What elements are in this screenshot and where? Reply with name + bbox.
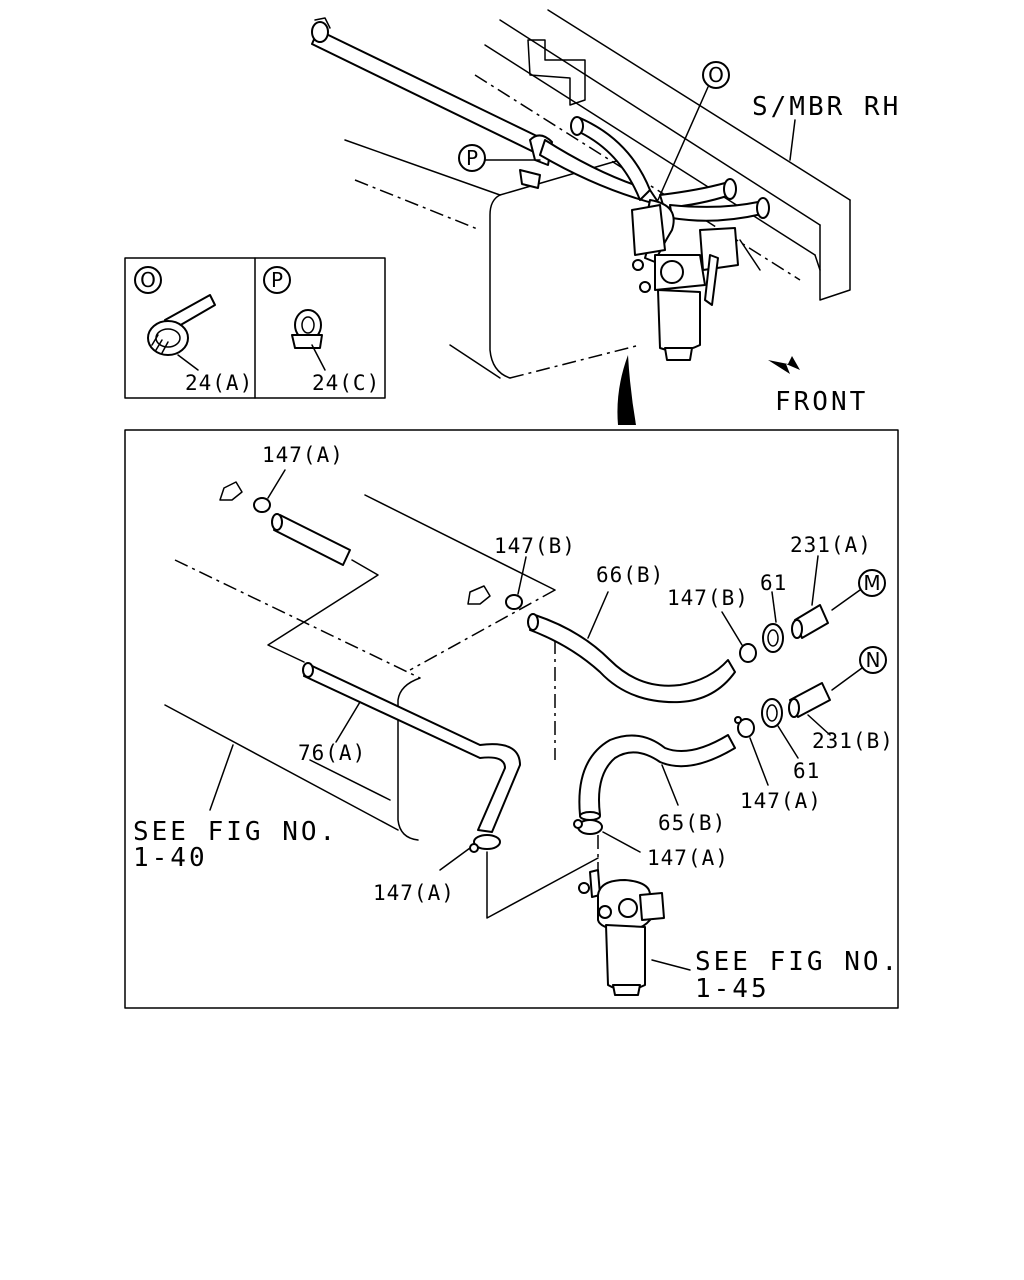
label-147a-bottom: 147(A): [373, 881, 455, 905]
label-231a: 231(A): [790, 533, 872, 557]
line-to-filter: [486, 851, 599, 919]
label-65b: 65(B): [658, 811, 726, 835]
leader-147b-mid: [517, 556, 527, 595]
svg-text:M: M: [863, 571, 880, 595]
clamp-147b-right: [739, 643, 757, 663]
top-overview: O P S/MBR RH FRONT: [311, 9, 901, 425]
clamp-147a-right: [734, 716, 755, 738]
label-147b-mid: 147(B): [494, 534, 576, 558]
callout-o-letter: O: [708, 63, 724, 87]
inset-panels: O 24(A) P 24(C): [124, 257, 386, 399]
label-66b: 66(B): [596, 563, 664, 587]
tube-231b: [788, 682, 831, 718]
label-61-bottom: 61: [793, 759, 820, 783]
fuel-filter-top: [631, 204, 739, 361]
see-fig-right-line2: 1-45: [695, 974, 770, 1004]
inset-p-letter: P: [271, 268, 283, 292]
leader-66b: [587, 591, 609, 639]
fuel-pipe-long: [311, 17, 546, 156]
leader-61-bottom: [777, 725, 799, 759]
label-147a-top: 147(A): [262, 443, 344, 467]
inset-p-leader: [311, 344, 326, 371]
see-fig-right-line1: SEE FIG NO.: [695, 947, 900, 977]
inset-o-part: 24(A): [185, 371, 253, 395]
connector-n: N: [859, 646, 887, 674]
fuel-tank: [344, 139, 761, 379]
hose-66b: [527, 613, 736, 704]
view-pointer-icon: [617, 355, 636, 425]
inset-p-part: 24(C): [312, 371, 380, 395]
label-61-top: 61: [760, 571, 787, 595]
fitting-147a-top: [219, 481, 271, 513]
front-arrow-icon: [768, 356, 800, 374]
detail-view: 147(A) 76(A) 147(A) 147(B): [124, 429, 900, 1009]
front-label: FRONT: [775, 387, 868, 417]
leader-65b: [661, 764, 679, 806]
hose-65b: [578, 734, 736, 821]
fitting-147b-mid: [467, 585, 523, 610]
leader-231a: [811, 555, 819, 606]
inset-panel-p: P 24(C): [263, 266, 380, 395]
clamp-61-bottom: [761, 698, 783, 728]
inset-panel-o: O 24(A): [134, 266, 253, 395]
clamp-147a-filter: [573, 819, 603, 835]
tube-231a: [791, 604, 829, 639]
callout-p-top: P: [458, 144, 541, 172]
leader-see-fig-left: [209, 744, 234, 811]
see-fig-left-line1: SEE FIG NO.: [133, 817, 338, 847]
label-147a-filter: 147(A): [647, 846, 729, 870]
leader-m: [831, 589, 861, 611]
tube-short: [267, 513, 379, 663]
hose-76a: [302, 662, 521, 833]
clamp-61-top: [762, 623, 784, 653]
leader-n: [831, 667, 863, 691]
leader-147a-top: [267, 469, 286, 499]
svg-text:N: N: [866, 648, 881, 672]
inset-o-letter: O: [140, 268, 156, 292]
member-leader: [789, 119, 796, 161]
leader-147b-right: [721, 611, 743, 646]
label-147b-right: 147(B): [667, 586, 749, 610]
fuel-filter-detail: [578, 835, 665, 996]
leader-231b: [807, 714, 831, 736]
cable-tie-icon: [147, 294, 216, 356]
tank-outline-detail: [164, 494, 556, 841]
label-76a: 76(A): [298, 741, 366, 765]
clamp-icon: [291, 309, 323, 349]
see-fig-left-line2: 1-40: [133, 843, 208, 873]
leader-61-top: [771, 591, 777, 623]
label-231b: 231(B): [812, 729, 894, 753]
leader-76a: [335, 701, 361, 743]
callout-p-letter: P: [466, 146, 478, 170]
leader-see-fig-right: [651, 959, 691, 971]
member-label: S/MBR RH: [752, 92, 901, 122]
leader-147a-right: [749, 737, 769, 786]
leader-147a-filter: [602, 831, 641, 853]
clamp-147a-bottom: [469, 834, 501, 853]
leader-147a-bottom: [439, 847, 471, 871]
connector-m: M: [858, 569, 886, 597]
callout-o-top: O: [657, 61, 730, 201]
label-147a-right: 147(A): [740, 789, 822, 813]
inset-o-leader: [177, 354, 199, 371]
